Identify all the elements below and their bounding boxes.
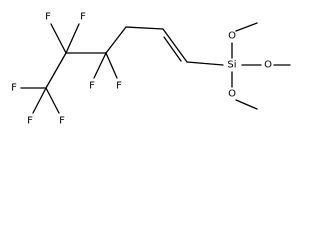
bond-c3-f-mid-right <box>105 52 118 79</box>
bond-c1-c2 <box>45 52 67 89</box>
atom-o-bottom: O <box>228 89 236 100</box>
atom-silicon: Si <box>227 60 236 71</box>
bond-c2-f-top-right <box>65 23 80 54</box>
bond-c5-c6-second <box>163 36 182 62</box>
atom-f-mid-left: F <box>89 81 95 92</box>
atom-f-mid-right: F <box>116 81 122 92</box>
bond-c4-c5 <box>125 26 164 30</box>
bond-c2-f-top-left <box>50 23 67 54</box>
atom-o-top: O <box>228 31 236 42</box>
atom-f-top-right: F <box>80 12 86 23</box>
bond-o-top-methyl <box>235 22 258 32</box>
molecule-diagram: F F F F F F F Si O O O <box>11 12 291 127</box>
bond-c6-si <box>186 61 224 66</box>
atom-label-layer: F F F F F F F Si O O O <box>11 12 272 127</box>
atom-f-bottom-left: F <box>27 116 33 127</box>
atom-f-top-left: F <box>45 12 51 23</box>
bond-layer <box>20 22 291 114</box>
bond-o-bottom-methyl <box>235 99 258 110</box>
bond-c3-c4 <box>105 26 127 54</box>
bond-c1-f-bottom-right <box>45 87 60 114</box>
bond-c1-f-bottom-left <box>32 87 47 114</box>
bond-c5-c6 <box>162 28 188 63</box>
atom-f-bottom-right: F <box>59 116 65 127</box>
atom-f-left: F <box>11 83 17 94</box>
atom-o-right: O <box>264 60 272 71</box>
bond-c3-f-mid-left <box>93 52 107 79</box>
